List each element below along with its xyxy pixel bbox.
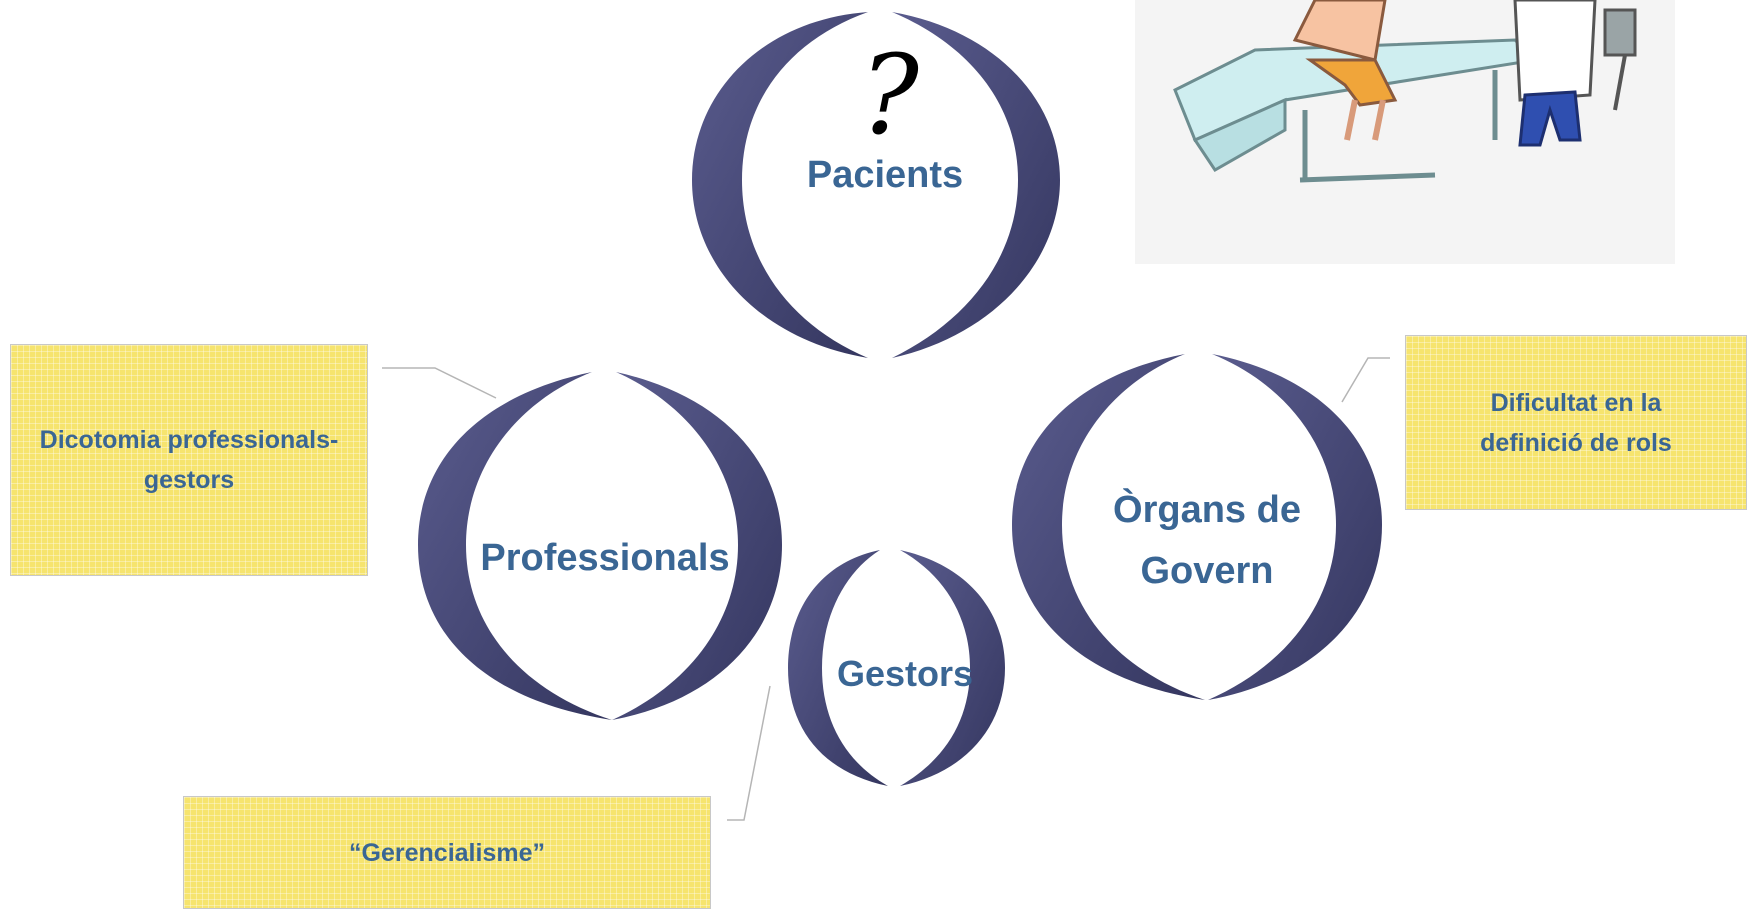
- ring-pacients-left-arc: [692, 12, 868, 358]
- note-dicotomia-text: Dicotomia professionals-gestors: [39, 426, 339, 494]
- question-mark: ?: [860, 31, 919, 159]
- label-pacients: Pacients: [806, 154, 964, 196]
- ring-gestors-left-arc: [788, 550, 888, 786]
- ring-professionals: [418, 372, 782, 720]
- ring-pacients-right-arc: [892, 12, 1060, 358]
- note-rols: Dificultat en la definició de rols: [1405, 335, 1747, 510]
- label-professionals: Professionals: [480, 537, 730, 579]
- ring-gestors-right-arc: [900, 550, 1005, 786]
- ring-pacients: [692, 12, 1060, 358]
- illustration-drawing: [1173, 0, 1637, 183]
- ring-organs-right-arc: [1208, 354, 1382, 700]
- doctor-examining-patient-icon: [1135, 0, 1675, 264]
- connectors: [382, 357, 1390, 821]
- ring-organs-left-arc: [1012, 354, 1205, 700]
- note-gerencialisme-text: “Gerencialisme”: [349, 838, 545, 867]
- connector-rols: [1341, 357, 1390, 403]
- label-gestors: Gestors: [836, 653, 974, 694]
- note-gerencialisme: “Gerencialisme”: [183, 796, 711, 909]
- ring-professionals-left-arc: [418, 372, 612, 720]
- ring-professionals-right-arc: [612, 372, 782, 720]
- connector-gerencialisme: [727, 685, 771, 821]
- connector-dicotomia: [382, 367, 497, 399]
- ring-gestors: [788, 550, 1005, 786]
- ring-organs: [1012, 354, 1382, 700]
- note-rols-text: Dificultat en la definició de rols: [1480, 388, 1672, 457]
- note-dicotomia: Dicotomia professionals-gestors: [10, 344, 368, 576]
- label-organs: Òrgans de Govern: [1113, 489, 1301, 592]
